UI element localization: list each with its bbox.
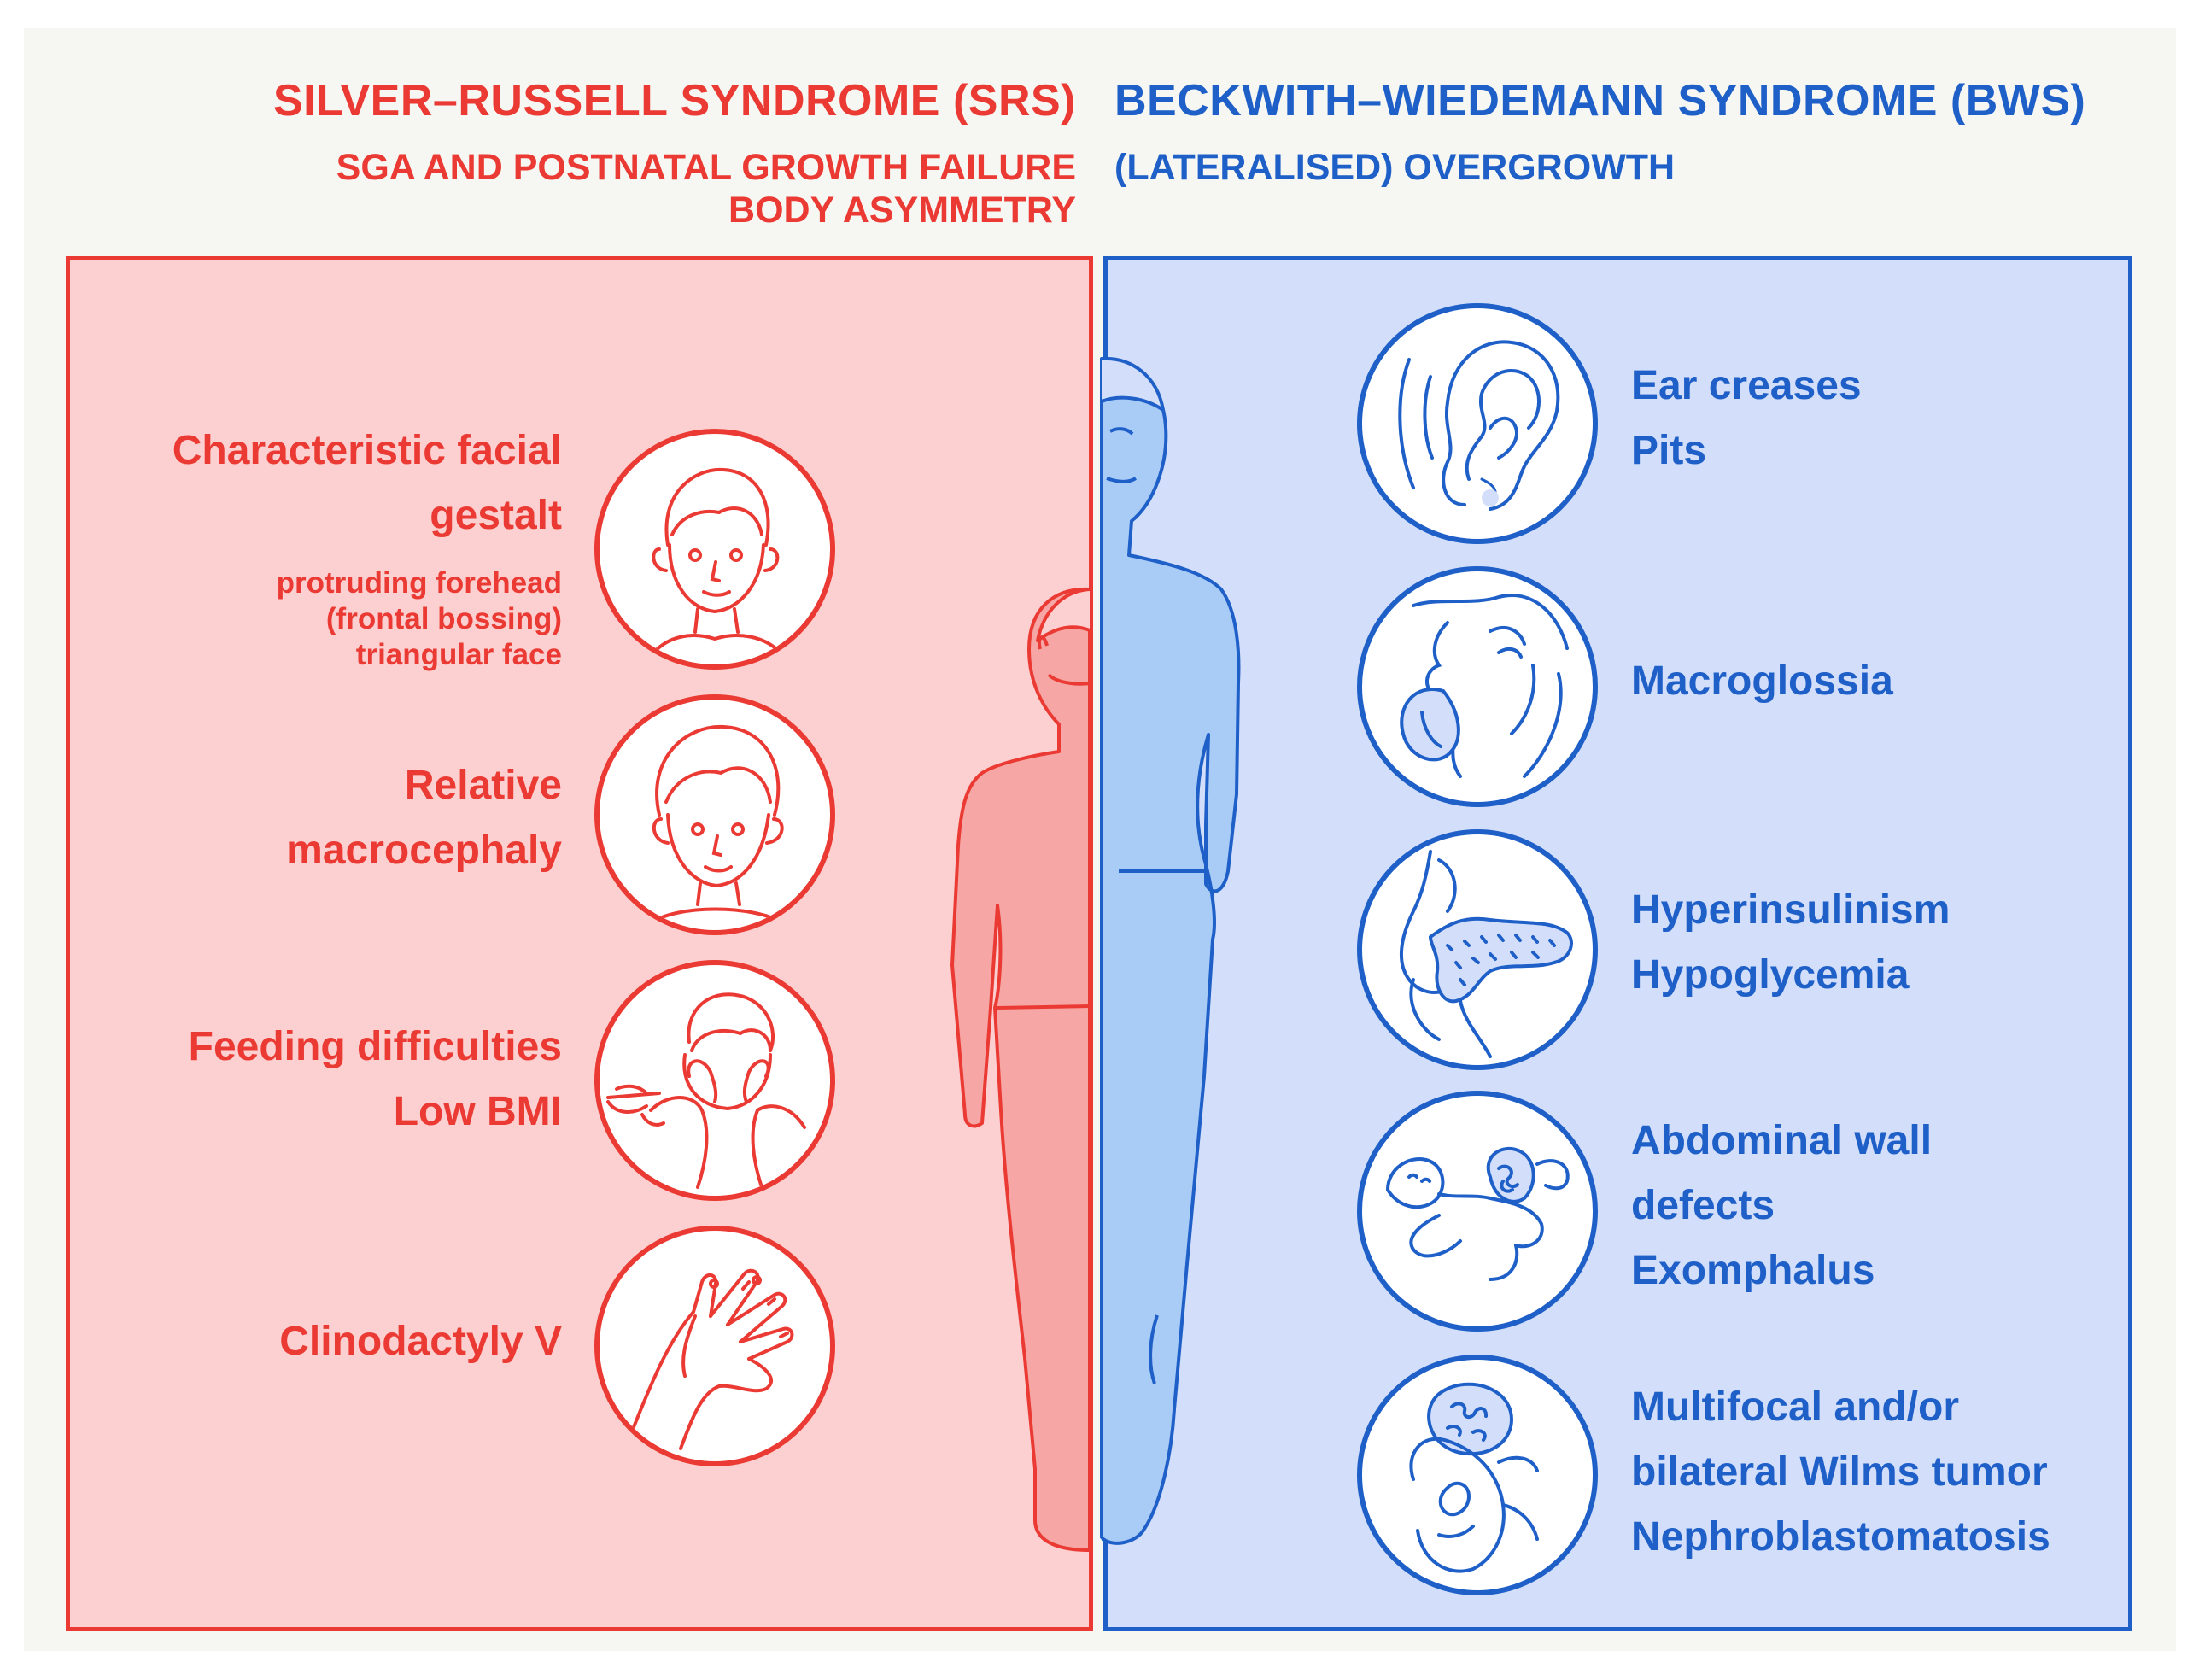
- bws-feature-5-line-2: bilateral Wilms tumor: [1631, 1449, 2048, 1495]
- child-refusing-food-icon: [594, 960, 835, 1201]
- bws-feature-1-line-2: Pits: [1631, 428, 1707, 473]
- bws-body-figure: [1100, 356, 1241, 1545]
- bws-feature-1-line-1: Ear creases: [1631, 363, 1862, 408]
- bws-feature-4-line-3: Exomphalus: [1631, 1248, 1875, 1293]
- srs-feature-1-detail-2: (frontal bossing): [325, 602, 562, 635]
- srs-subtitle-1: SGA AND POSTNATAL GROWTH FAILURE: [336, 147, 1076, 188]
- srs-feature-2-line-1: Relative: [404, 763, 562, 808]
- srs-panel: [66, 256, 1093, 1631]
- srs-feature-2-line-2: macrocephaly: [286, 828, 562, 873]
- bws-feature-4-line-1: Abdominal wall: [1631, 1118, 1933, 1163]
- pancreas-icon: [1357, 829, 1598, 1070]
- srs-feature-1-detail-1: protruding forehead: [276, 566, 562, 600]
- srs-feature-3-line-2: Low BMI: [393, 1089, 562, 1134]
- bws-title: BECKWITH–WIEDEMANN SYNDROME (BWS): [1114, 76, 2086, 126]
- tongue-face-icon: [1357, 566, 1598, 807]
- srs-feature-3-line-1: Feeding difficulties: [188, 1024, 562, 1069]
- srs-feature-1-detail-3: triangular face: [355, 638, 562, 671]
- srs-feature-1-line-1: Characteristic facial: [172, 428, 562, 473]
- bws-feature-5-line-1: Multifocal and/or: [1631, 1384, 1959, 1430]
- srs-feature-4-line-1: Clinodactyly V: [279, 1319, 562, 1364]
- srs-subtitle-2: BODY ASYMMETRY: [728, 190, 1076, 231]
- bws-panel: [1103, 256, 2132, 1631]
- srs-body-figure: [950, 587, 1091, 1552]
- bws-feature-4-line-2: defects: [1631, 1183, 1775, 1228]
- bws-feature-3-line-2: Hypoglycemia: [1631, 952, 1910, 998]
- child-head-icon: [594, 694, 835, 935]
- bws-feature-3-line-1: Hyperinsulinism: [1631, 887, 1951, 933]
- srs-feature-1-line-2: gestalt: [430, 493, 562, 538]
- bws-feature-5-line-3: Nephroblastomatosis: [1631, 1514, 2050, 1560]
- ear-icon: [1357, 303, 1598, 544]
- hand-icon: [594, 1226, 835, 1466]
- bws-subtitle-1: (LATERALISED) OVERGROWTH: [1114, 147, 1676, 188]
- infant-exomphalus-icon: [1357, 1091, 1598, 1332]
- srs-title: SILVER–RUSSELL SYNDROME (SRS): [272, 76, 1076, 126]
- bws-feature-2-line-1: Macroglossia: [1631, 659, 1893, 704]
- child-face-icon: [594, 429, 835, 670]
- kidney-tumor-icon: [1357, 1355, 1598, 1595]
